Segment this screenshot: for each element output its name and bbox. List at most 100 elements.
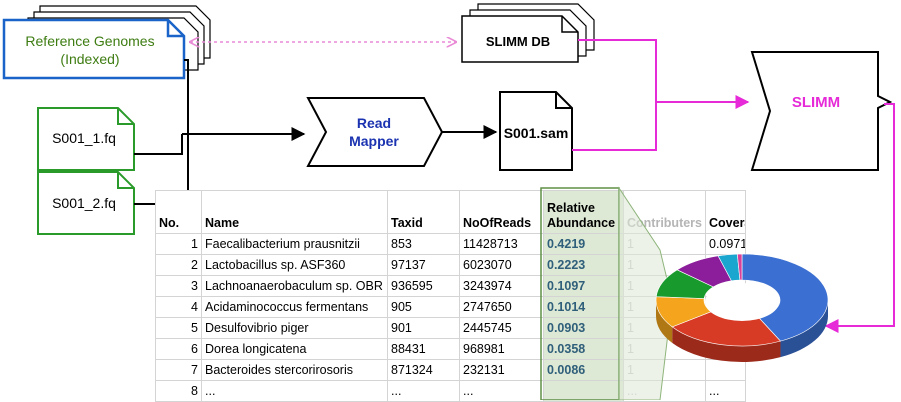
read-mapper-label-2: Mapper <box>349 133 399 149</box>
cell-no: 8 <box>155 380 202 402</box>
cell-reads: 6023070 <box>459 254 544 276</box>
cell-no: 7 <box>155 359 202 381</box>
slimm-db-label: SLIMM DB <box>486 34 550 49</box>
input-file-2-fold <box>117 172 134 189</box>
cell-no: 6 <box>155 338 202 360</box>
input-file-2-label: S001_2.fq <box>52 195 116 211</box>
db-to-slimm-line <box>578 39 657 102</box>
cell-contributers: 1 <box>623 317 706 339</box>
cell-abundance: 0.0086 <box>543 359 624 381</box>
cell-coverage: 0.0324 <box>705 317 746 339</box>
cell-contributers: 1 <box>623 338 706 360</box>
table-row: 8............... <box>155 380 746 402</box>
header-taxid: Taxid <box>387 190 460 234</box>
sam-file-label: S001.sam <box>504 125 569 141</box>
read-mapper-node: Read Mapper <box>306 97 444 167</box>
reference-genomes-stack: Reference Genomes (Indexed) <box>2 5 211 80</box>
cell-contributers: ... <box>623 380 706 402</box>
cell-reads: ... <box>459 380 544 402</box>
cell-no: 1 <box>155 233 202 255</box>
header-reads: NoOfReads <box>459 190 544 234</box>
cell-reads: 968981 <box>459 338 544 360</box>
cell-reads: 2747650 <box>459 296 544 318</box>
reference-to-mapper-line <box>134 59 189 205</box>
cell-name: Dorea longicatena <box>201 338 388 360</box>
slimm-to-result-arrow <box>824 103 895 333</box>
cell-name: Desulfovibrio piger <box>201 317 388 339</box>
input-file-1-shape <box>37 107 135 171</box>
cell-contributers: 1 <box>623 359 706 381</box>
cell-taxid: 853 <box>387 233 460 255</box>
cell-reads: 232131 <box>459 359 544 381</box>
cell-coverage <box>705 254 746 276</box>
cell-no: 5 <box>155 317 202 339</box>
cell-name: Faecalibacterium prausnitzii <box>201 233 388 255</box>
sam-to-slimm-arrow <box>572 95 750 151</box>
cell-name: Acidaminococcus fermentans <box>201 296 388 318</box>
slimm-shape <box>750 51 893 171</box>
cell-contributers: 1 <box>623 254 706 276</box>
cell-no: 4 <box>155 296 202 318</box>
cell-taxid: 905 <box>387 296 460 318</box>
input-file-2-node: S001_2.fq <box>37 171 135 235</box>
cell-abundance: 0.4219 <box>543 233 624 255</box>
header-coverage: Coverage <box>705 190 746 234</box>
cell-abundance: 0.1014 <box>543 296 624 318</box>
cell-abundance: 0.0358 <box>543 338 624 360</box>
slimm-label: SLIMM <box>792 94 840 111</box>
cell-contributers: 1 <box>623 275 706 297</box>
cell-name: Lachnoanaerobaculum sp. OBR <box>201 275 388 297</box>
cell-reads: 3243974 <box>459 275 544 297</box>
header-abundance-line-1: Relative <box>547 201 595 215</box>
db-fold <box>561 16 578 33</box>
header-no: No. <box>155 190 202 234</box>
sam-file-fold <box>555 92 572 109</box>
cell-name: ... <box>201 380 388 402</box>
input-file-1-node: S001_1.fq <box>37 107 135 171</box>
cell-taxid: 936595 <box>387 275 460 297</box>
sam-file-shape <box>499 91 573 171</box>
cell-coverage <box>705 359 746 381</box>
slimm-db-node <box>461 15 579 63</box>
cell-taxid: 88431 <box>387 338 460 360</box>
read-mapper-label-1: Read <box>357 115 391 131</box>
cell-contributers: 1 <box>623 233 706 255</box>
cell-taxid: 901 <box>387 317 460 339</box>
cell-abundance: 0.2223 <box>543 254 624 276</box>
cell-no: 2 <box>155 254 202 276</box>
input-file-1-fold <box>117 108 134 125</box>
cell-coverage <box>705 338 746 360</box>
cell-taxid: 871324 <box>387 359 460 381</box>
cell-coverage: 0.0971 <box>705 233 746 255</box>
cell-name: Bacteroides stercorirosoris <box>201 359 388 381</box>
cell-taxid: 97137 <box>387 254 460 276</box>
cell-coverage: ... <box>705 380 746 402</box>
sam-file-node: S001.sam <box>499 91 573 171</box>
cell-name: Lactobacillus sp. ASF360 <box>201 254 388 276</box>
header-name: Name <box>201 190 388 234</box>
cell-abundance: 0.0903 <box>543 317 624 339</box>
read-mapper-shape <box>306 97 444 167</box>
input-file-1-label: S001_1.fq <box>52 130 116 146</box>
cell-reads: 11428713 <box>459 233 544 255</box>
cell-no: 3 <box>155 275 202 297</box>
reference-genomes-label-2: (Indexed) <box>60 51 119 67</box>
reference-genomes-label-1: Reference Genomes <box>25 33 154 49</box>
reference-genomes-node <box>2 18 186 80</box>
cell-coverage: 0.0227 <box>705 296 746 318</box>
fq1-connector <box>134 134 183 155</box>
header-contributers: Contributers <box>623 190 706 234</box>
cell-coverage <box>705 275 746 297</box>
slimm-db-stack: SLIMM DB <box>461 3 595 63</box>
reference-fold <box>166 20 184 38</box>
cell-abundance: 0.1097 <box>543 275 624 297</box>
